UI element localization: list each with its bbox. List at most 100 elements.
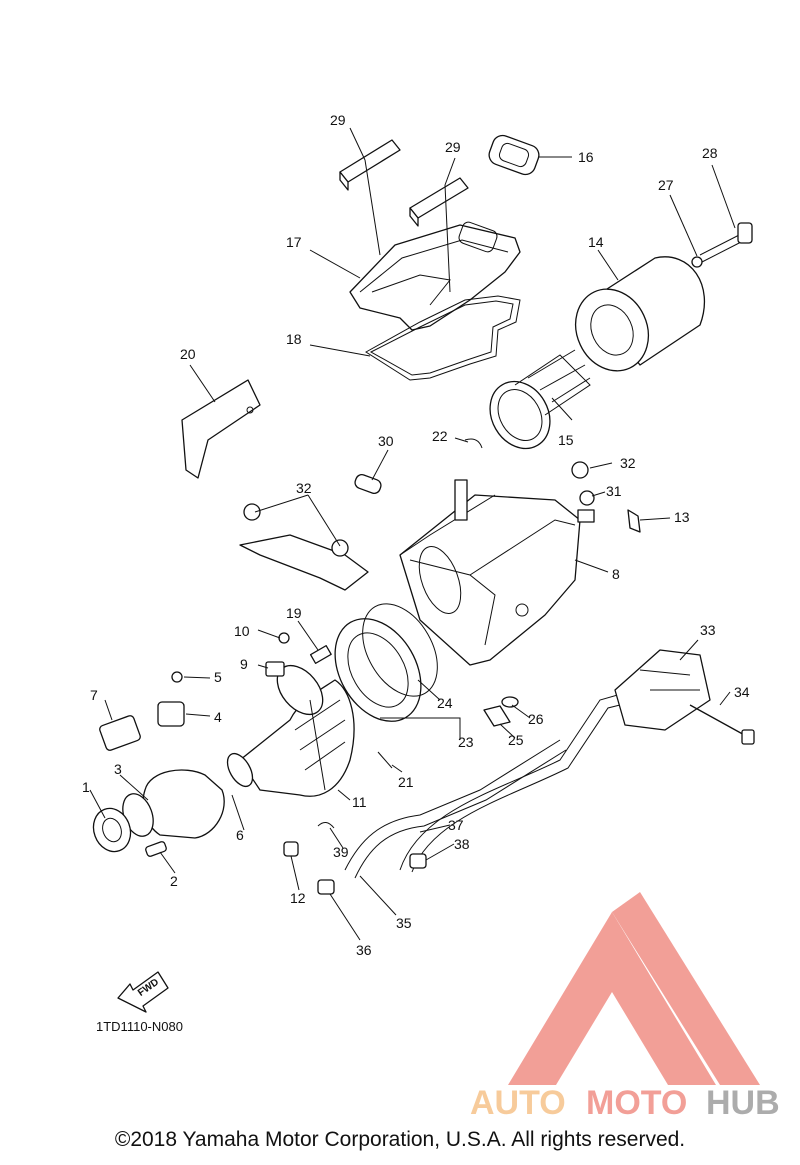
hose-35 [344, 739, 561, 871]
joint-1 [92, 807, 132, 853]
seal-16 [488, 134, 540, 176]
bolt-34 [689, 704, 749, 738]
callout-21: 21 [398, 774, 414, 790]
bolt-19 [309, 645, 332, 664]
intake-tube-11 [226, 645, 355, 797]
leader-lines [89, 127, 736, 941]
callout-28: 28 [702, 145, 718, 161]
throttle-body-group [92, 632, 290, 857]
bolt-32b [331, 539, 349, 557]
bolt-32a [243, 503, 261, 521]
part-25 [483, 705, 511, 727]
callout-2: 2 [170, 873, 178, 889]
callout-37: 37 [448, 817, 464, 833]
grommet-31 [579, 490, 595, 506]
callout-22: 22 [432, 428, 448, 444]
callout-12: 12 [290, 890, 306, 906]
callout-33: 33 [700, 622, 716, 638]
callout-24: 24 [437, 695, 453, 711]
gasket-18 [365, 295, 521, 381]
fwd-arrow-icon [117, 971, 169, 1013]
callout-6: 6 [236, 827, 244, 843]
callouts: 29 29 16 28 27 17 14 18 20 15 22 30 32 3… [82, 112, 750, 958]
callout-17: 17 [286, 234, 302, 250]
sensor-4 [157, 701, 185, 727]
callout-9: 9 [240, 656, 248, 672]
watermark-triangle-inner [612, 892, 760, 1085]
callout-26: 26 [528, 711, 544, 727]
watermark-text-hub: HUB [706, 1084, 780, 1122]
fitting-12 [283, 841, 299, 857]
callout-20: 20 [180, 346, 196, 362]
watermark-logo: AUTO MOTO HUB [470, 892, 780, 1122]
callout-19: 19 [286, 605, 302, 621]
callout-13: 13 [674, 509, 690, 525]
plate-20 [181, 379, 261, 479]
callout-8: 8 [612, 566, 620, 582]
washer-27 [691, 256, 703, 268]
clip-13 [627, 509, 641, 533]
callout-15: 15 [558, 432, 574, 448]
callout-31: 31 [606, 483, 622, 499]
callout-5: 5 [214, 669, 222, 685]
fwd-arrow: FWD [117, 971, 169, 1013]
foam-strip-29a-side [339, 171, 349, 191]
ring-26 [501, 696, 519, 708]
breather-33 [614, 649, 755, 745]
callout-35: 35 [396, 915, 412, 931]
callout-36: 36 [356, 942, 372, 958]
bolt-32c [571, 461, 589, 479]
air-filter-14 [589, 256, 705, 366]
cover-7 [99, 715, 141, 751]
callout-25: 25 [508, 732, 524, 748]
callout-11: 11 [352, 794, 367, 810]
callout-27: 27 [658, 177, 674, 193]
copyright-notice: ©2018 Yamaha Motor Corporation, U.S.A. A… [114, 1128, 686, 1151]
joint-24 [334, 603, 438, 722]
throttle-body-3 [142, 769, 225, 839]
bolt-2 [145, 841, 167, 857]
screw-5 [171, 671, 183, 683]
air-box-8 [399, 479, 595, 666]
pin-22 [464, 438, 483, 449]
callout-1: 1 [82, 779, 90, 795]
air-filter-group [575, 222, 753, 372]
callout-3: 3 [114, 761, 122, 777]
filter-cap-parts [339, 134, 540, 381]
watermark-text-auto: AUTO [470, 1084, 566, 1122]
watermark-text-moto: MOTO [586, 1084, 687, 1122]
callout-29a: 29 [330, 112, 346, 128]
screw-10 [278, 632, 290, 644]
clip-39 [317, 822, 335, 829]
callout-38: 38 [454, 836, 470, 852]
callout-16: 16 [578, 149, 594, 165]
clip-9 [265, 661, 285, 677]
clamp-38 [409, 853, 427, 869]
callout-32a: 32 [296, 480, 312, 496]
callout-18: 18 [286, 331, 302, 347]
callout-4: 4 [214, 709, 222, 725]
bracket [239, 534, 369, 591]
callout-39: 39 [333, 844, 349, 860]
foam-strip-29b [409, 177, 469, 219]
callout-32b: 32 [620, 455, 636, 471]
pin-21 [377, 751, 393, 769]
callout-29b: 29 [445, 139, 461, 155]
watermark-triangle [508, 912, 716, 1085]
hose-37 [399, 689, 636, 871]
filter-cage-15 [489, 349, 591, 450]
callout-10: 10 [234, 623, 250, 639]
foam-strip-29b-side [409, 207, 419, 227]
foam-strip-29a [339, 139, 401, 183]
diagram-code: 1TD1110-N080 [96, 1019, 183, 1034]
callout-34: 34 [734, 684, 750, 700]
callout-30: 30 [378, 433, 394, 449]
clamp-36 [317, 879, 335, 895]
callout-23: 23 [458, 734, 474, 750]
hoses [283, 689, 641, 895]
callout-14: 14 [588, 234, 604, 250]
damper-30 [354, 474, 382, 494]
clamp-6 [226, 752, 254, 788]
callout-7: 7 [90, 687, 98, 703]
